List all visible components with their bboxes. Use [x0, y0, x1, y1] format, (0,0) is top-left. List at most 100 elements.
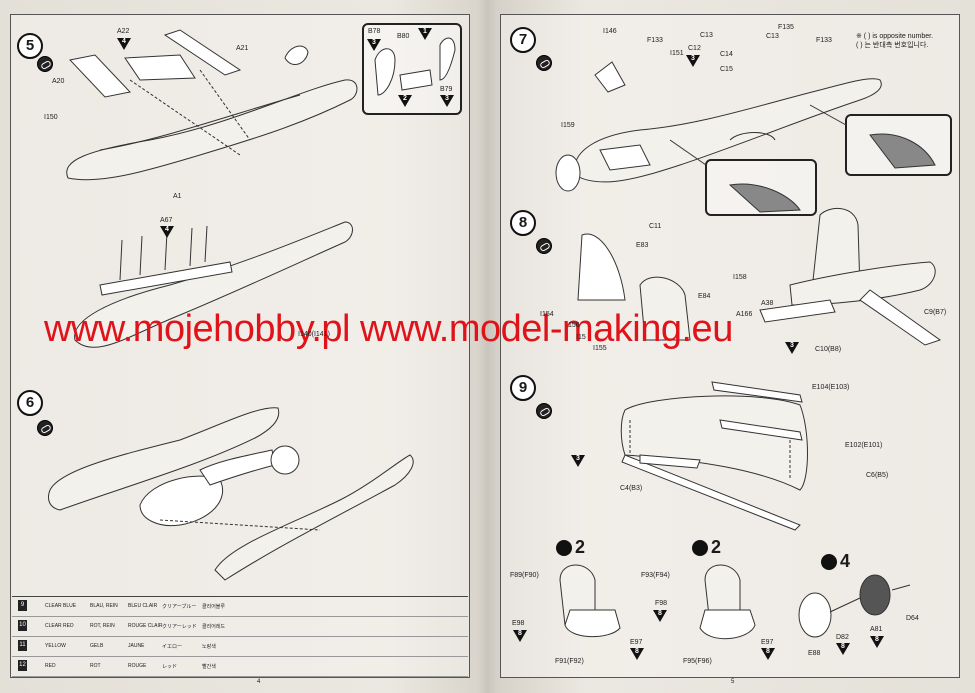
part-label-a81: A81	[870, 626, 883, 633]
part-label-f135: F135	[778, 24, 794, 31]
paint-code-value: 3	[691, 55, 695, 62]
paint-code-value: 8	[841, 643, 845, 650]
part-label-c10: C10(B8)	[815, 346, 842, 353]
quantity-marker: 2	[692, 537, 721, 558]
paint-code-marker: 8	[513, 630, 527, 642]
quantity-value: 4	[840, 551, 851, 571]
legend-french: ROUGE	[128, 663, 147, 669]
quantity-value: 2	[575, 537, 586, 557]
fuselage-assembled-7	[574, 78, 882, 183]
legend-japanese: クリアーレッド	[162, 624, 197, 630]
part-label-e83: E83	[636, 242, 649, 249]
paint-code-value: 3	[445, 95, 449, 102]
part-label-d64: D64	[906, 615, 919, 622]
legend-french: BLEU CLAIR	[128, 603, 158, 609]
paint-code-marker: 3	[785, 342, 799, 354]
paint-code-marker: 8	[870, 636, 884, 648]
legend-german: BLAU, REIN	[90, 603, 118, 609]
legend-code: 12	[18, 660, 27, 671]
wing-assembly-9	[620, 395, 808, 491]
note-line-korean: ( ) 는 반대측 번호입니다.	[856, 42, 929, 49]
fuselage-half-5b	[74, 221, 353, 348]
legend-code: 9	[18, 600, 27, 611]
legend-japanese: レッド	[162, 664, 178, 670]
part-label-e97: E97	[630, 639, 643, 646]
legend-english: RED	[45, 663, 56, 669]
legend-korean: 클리어레드	[202, 624, 226, 630]
part-label-i151: I151	[670, 50, 684, 57]
bulkhead-part-a22	[124, 54, 196, 81]
legend-korean: 빨간색	[202, 664, 216, 670]
paint-code-value: 8	[658, 610, 662, 617]
cement-icon	[37, 420, 53, 436]
part-label-c6: C6(B5)	[866, 472, 889, 479]
cockpit-assembly-6	[139, 475, 224, 527]
cement-icon	[536, 55, 552, 71]
legend-english: CLEAR RED	[45, 623, 74, 629]
repeat-icon	[692, 540, 708, 557]
part-label-e97: E97	[761, 639, 774, 646]
part-label-c11: C11	[649, 223, 662, 230]
step-number-9: 9	[510, 375, 536, 401]
legend-code: 10	[18, 620, 27, 631]
paint-code-marker: 1	[418, 28, 432, 40]
note-line-english: ※ ( ) is opposite number.	[856, 33, 934, 40]
part-label-e102: E102(E101)	[845, 442, 883, 449]
part-label-i158: I158	[733, 274, 747, 281]
page-number-right: 5	[731, 679, 735, 685]
paint-code-value: 1	[423, 28, 427, 35]
legend-row: 10 CLEAR RED ROT, REIN ROUGE CLAIR クリアーレ…	[12, 617, 468, 637]
legend-row: 9 CLEAR BLUE BLAU, REIN BLEU CLAIR クリアーブ…	[12, 597, 468, 617]
legend-korean: 클리어블루	[202, 604, 226, 610]
legend-french: JAUNE	[128, 643, 145, 649]
paint-code-value: 3	[372, 39, 376, 46]
quantity-marker: 4	[821, 551, 850, 572]
paint-code-marker: 4	[160, 226, 174, 238]
part-label-b80: B80	[397, 33, 410, 40]
part-label-a21: A21	[236, 45, 249, 52]
part-label-e104: E104(E103)	[812, 384, 850, 391]
legend-german: GELB	[90, 643, 104, 649]
repeat-icon	[556, 540, 572, 557]
part-label-i140: I140(I141)	[298, 331, 330, 338]
engine-cylinder-a81	[859, 574, 891, 616]
part-label-i155: I155	[593, 345, 607, 352]
step-number-8: 8	[510, 210, 536, 236]
paint-code-value: 8	[635, 648, 639, 655]
paint-code-marker: 3	[440, 95, 454, 107]
part-label-i146: I146	[603, 28, 617, 35]
part-label-e88: E88	[808, 650, 821, 657]
bulkhead-part-a21	[163, 29, 242, 76]
legend-korean: 노랑색	[202, 644, 216, 650]
paint-code-marker: 8	[761, 648, 775, 660]
part-label-b78: B78	[368, 28, 381, 35]
engine-cowling-e88	[798, 592, 832, 638]
cement-icon	[536, 403, 552, 419]
part-label-f98: F98	[655, 600, 668, 607]
page-number-left: 4	[257, 679, 261, 685]
turret-part-i146	[594, 61, 626, 93]
part-label-c12: C12	[688, 45, 701, 52]
paint-code-value: 8	[875, 636, 879, 643]
paint-code-value: 4	[165, 226, 169, 233]
part-label-i156: 156	[568, 322, 580, 329]
step-number-5: 5	[17, 33, 43, 59]
paint-code-value: 4	[122, 38, 126, 45]
legend-english: CLEAR BLUE	[45, 603, 77, 609]
part-label-d82: D82	[836, 634, 849, 641]
watermark-url-text: www.mojehobby.pl www.model-making.eu	[44, 308, 733, 350]
part-label-e98: E98	[512, 620, 525, 627]
paint-code-marker: 2	[398, 95, 412, 107]
fuselage-left-6	[47, 407, 280, 511]
legend-japanese: イエロー	[162, 644, 182, 650]
part-label-a22: A22	[117, 28, 130, 35]
cement-icon	[536, 238, 552, 254]
part-label-f133: F133	[816, 37, 832, 44]
step-number-7: 7	[510, 27, 536, 53]
part-label-a1: A1	[173, 193, 182, 200]
quantity-value: 2	[711, 537, 722, 557]
paint-code-marker: 3	[686, 55, 700, 67]
paint-code-value: 3	[790, 342, 794, 349]
part-label-i153: I15	[576, 334, 586, 341]
